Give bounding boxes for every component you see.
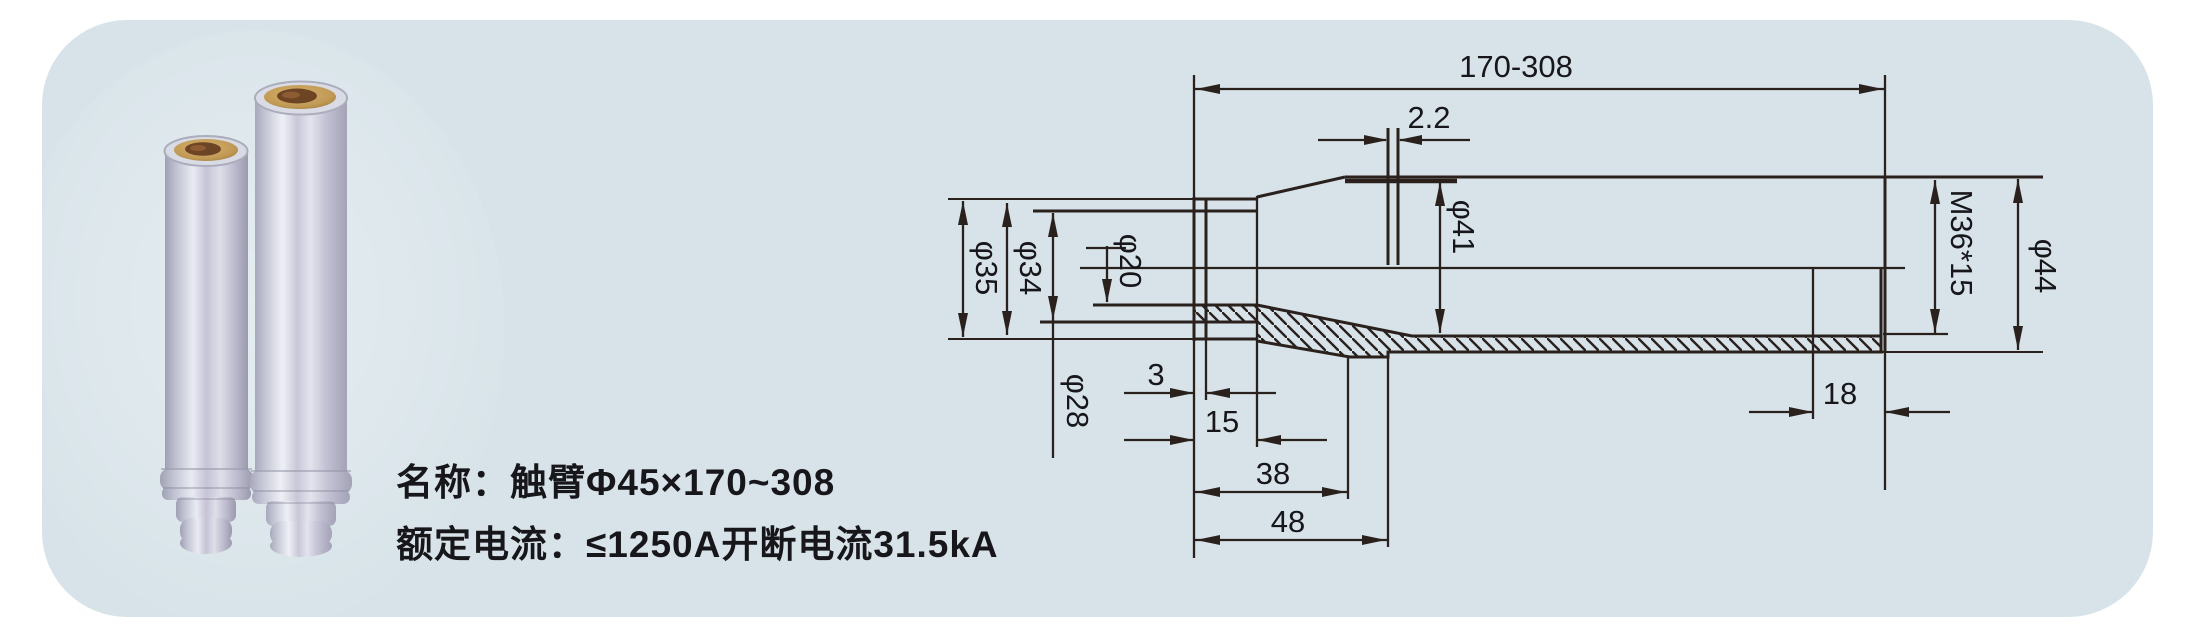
svg-text:φ28: φ28 [1060,374,1095,429]
product-rating-line: 额定电流：≤1250A开断电流31.5kA [396,524,999,565]
dim-tip-ring-width: 3 [1124,357,1276,398]
dim-contact-ring-width: 2.2 [1318,100,1470,145]
section-hatch [1194,305,1880,357]
dim-dia-44: φ44 [2013,179,2063,350]
svg-text:15: 15 [1205,404,1239,439]
svg-text:170-308: 170-308 [1459,49,1573,84]
product-name-line: 名称：触臂Φ45×170~308 [396,462,836,503]
dim-thread-spec: M36*15 [1930,180,1979,333]
dim-dia-35: φ35 [958,201,1004,337]
svg-text:φ20: φ20 [1113,234,1148,289]
dim-cone-length: 38 [1194,456,1348,497]
product-photo [5,30,505,630]
svg-text:3: 3 [1147,357,1164,392]
dim-tip-length: 15 [1124,404,1327,445]
dim-dia-20: φ20 [1086,234,1148,303]
svg-text:φ44: φ44 [2028,239,2063,294]
svg-text:φ41: φ41 [1446,200,1481,255]
dim-dia-41: φ41 [1435,182,1481,333]
svg-text:48: 48 [1271,504,1305,539]
svg-text:2.2: 2.2 [1407,100,1450,135]
dim-dia-34: φ34 [1002,203,1048,335]
contact-arm-short [160,135,253,554]
svg-text:38: 38 [1256,456,1290,491]
dim-overall-length: 170-308 [1194,49,1885,94]
engineering-drawing: 170-308 2.2 φ41 φ35 [948,49,2063,558]
dim-thread-length: 18 [1749,376,1950,417]
contact-arm-tall [250,80,352,557]
svg-text:M36*15: M36*15 [1944,190,1979,297]
extension-lines [1192,75,1948,558]
svg-text:φ35: φ35 [969,241,1004,296]
svg-text:φ34: φ34 [1013,241,1048,296]
dim-skirt-length: 48 [1194,504,1388,545]
part-outline [948,128,2043,359]
dim-dia-28: φ28 [1048,213,1095,458]
svg-text:18: 18 [1823,376,1857,411]
